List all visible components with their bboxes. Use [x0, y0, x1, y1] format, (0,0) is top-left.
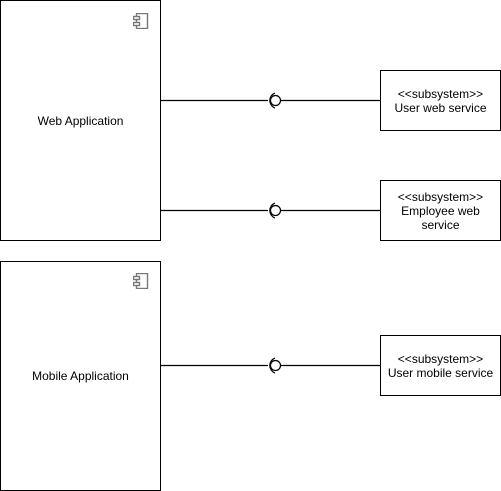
component-icon — [133, 13, 149, 29]
user-web-service-subsystem: <<subsystem>> User web service — [380, 70, 501, 131]
subsystem-name: Employee web service — [401, 203, 480, 232]
stereotype-label: <<subsystem>> — [397, 189, 484, 204]
ball-symbol — [269, 359, 282, 372]
stereotype-label: <<subsystem>> — [397, 86, 484, 101]
component-label: Mobile Application — [32, 369, 129, 383]
socket-symbol — [269, 92, 276, 109]
user-mobile-service-subsystem: <<subsystem>> User mobile service — [380, 335, 501, 396]
employee-web-service-subsystem: <<subsystem>> Employee web service — [380, 180, 501, 241]
stereotype-label: <<subsystem>> — [397, 351, 484, 366]
subsystem-name: User mobile service — [387, 365, 494, 380]
ball-symbol — [269, 94, 282, 107]
connector-web-to-employee-web-service — [161, 202, 380, 219]
connector-web-to-user-web-service — [161, 92, 380, 109]
socket-symbol — [269, 357, 276, 374]
connector-mobile-to-user-mobile-service — [161, 357, 380, 374]
socket-symbol — [269, 202, 276, 219]
mobile-application-component: Mobile Application — [0, 261, 161, 491]
ball-symbol — [269, 204, 282, 217]
web-application-component: Web Application — [0, 0, 161, 241]
subsystem-name: User web service — [394, 100, 487, 115]
component-label: Web Application — [37, 113, 124, 128]
component-icon — [133, 273, 149, 289]
